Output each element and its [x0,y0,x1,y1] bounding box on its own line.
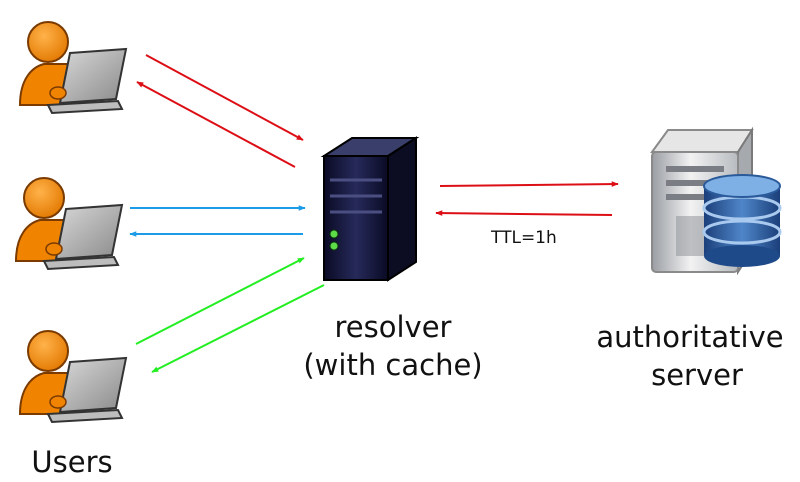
resolver-server-icon [320,136,420,282]
authoritative-label-line2: server [651,358,743,392]
arrow-red-user-to-resolver [145,54,304,141]
authoritative-label-line1: authoritative [596,320,783,354]
authoritative-server-icon [650,126,782,276]
users-label: Users [31,445,112,478]
arrow-green-resolver-to-user [151,284,325,373]
user-icon-top [19,21,127,114]
arrow-red-resolver-to-user [136,81,296,168]
arrow-red-authoritative-to-resolver [435,210,613,216]
ttl-label: TTL=1h [490,228,557,248]
arrow-green-user-to-resolver [135,257,305,345]
user-icon-bottom [19,330,127,423]
user-icon-middle [15,177,123,270]
resolver-label-line1: resolver [335,310,452,344]
resolver-label-line2: (with cache) [303,348,482,382]
arrow-red-resolver-to-authoritative [439,181,619,187]
